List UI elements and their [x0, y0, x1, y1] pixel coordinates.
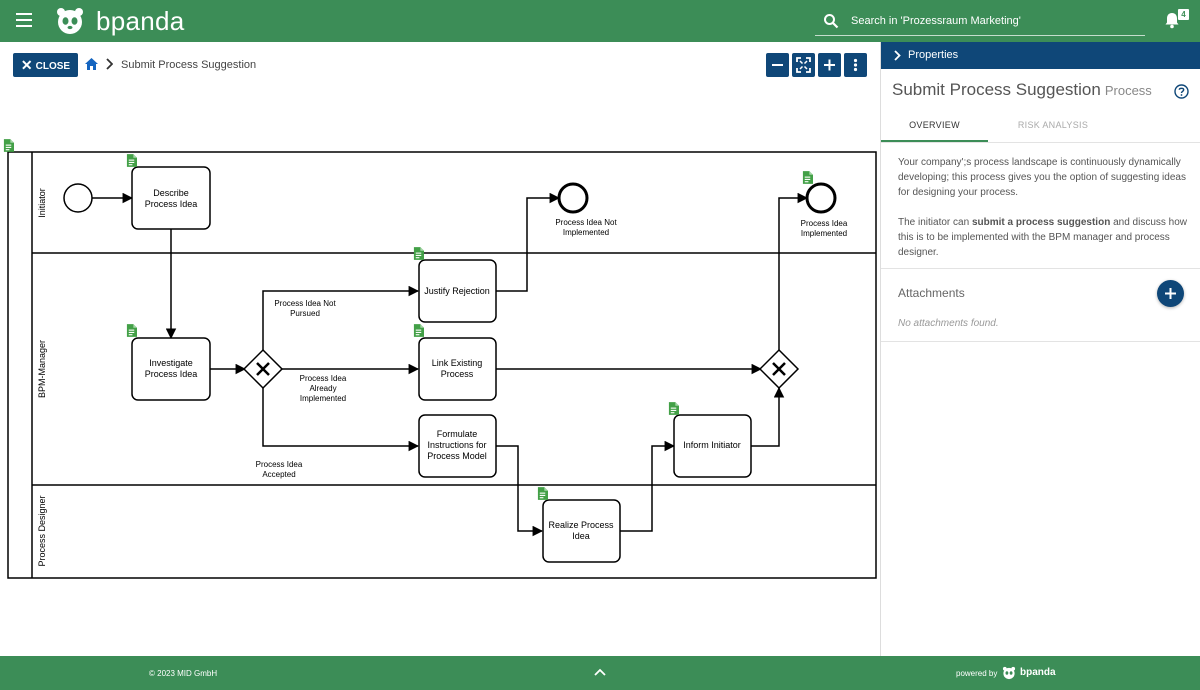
pool-document-icon[interactable]: [3, 139, 14, 152]
attachments-title: Attachments: [898, 286, 965, 300]
plus-icon: [1165, 288, 1176, 299]
close-button[interactable]: ✕CLOSE: [13, 53, 78, 77]
properties-panel-label: Properties: [908, 49, 959, 61]
task-justify-rejection[interactable]: [418, 259, 497, 323]
task-document-icon[interactable]: [668, 402, 679, 415]
search-icon: [824, 14, 839, 29]
tabs-divider: [881, 142, 1200, 143]
end-event-implemented[interactable]: [805, 182, 837, 214]
notification-bell-icon[interactable]: [1163, 11, 1181, 29]
chevron-right-icon: [106, 58, 113, 70]
task-investigate-process-idea[interactable]: [131, 337, 211, 401]
properties-panel-header[interactable]: Properties: [881, 42, 1200, 69]
expand-icon: [796, 57, 811, 73]
top-bar: bpanda 4: [0, 0, 1200, 42]
task-inform-initiator[interactable]: [673, 414, 752, 478]
process-diagram[interactable]: Initiator BPM-Manager Process Designer: [0, 130, 880, 590]
close-button-label: CLOSE: [35, 60, 71, 72]
description-paragraph: The initiator can submit a process sugge…: [898, 217, 1188, 258]
search-input[interactable]: [851, 12, 1141, 30]
description-paragraph: Your company';s process landscape is con…: [898, 157, 1186, 198]
more-options-button[interactable]: [844, 53, 867, 77]
brand-name: bpanda: [96, 6, 185, 36]
plus-icon: [824, 59, 835, 71]
task-document-icon[interactable]: [126, 154, 137, 167]
exclusive-gateway-merge[interactable]: [758, 348, 800, 390]
process-name: Submit Process Suggestion: [892, 80, 1101, 99]
footer: © 2023 MID GmbH powered by bpanda: [0, 656, 1200, 690]
help-icon[interactable]: [1174, 84, 1189, 99]
end-event-document-icon[interactable]: [802, 171, 813, 184]
chevron-up-icon[interactable]: [594, 668, 606, 676]
panda-logo-icon: [57, 8, 83, 34]
exclusive-gateway-split[interactable]: [242, 348, 284, 390]
chevron-right-icon: [894, 50, 901, 61]
zoom-in-button[interactable]: [818, 53, 841, 77]
divider: [881, 268, 1200, 269]
task-link-existing-process[interactable]: [418, 337, 497, 401]
process-description: Your company';s process landscape is con…: [898, 155, 1188, 275]
powered-by-label: powered by: [956, 669, 998, 678]
minus-icon: [772, 64, 783, 66]
process-type: Process: [1104, 83, 1152, 98]
pool[interactable]: [7, 151, 877, 579]
home-icon[interactable]: [84, 57, 99, 71]
fit-to-screen-button[interactable]: [792, 53, 815, 77]
close-icon: ✕: [20, 56, 33, 73]
kebab-menu-icon: [853, 58, 858, 72]
task-realize-process-idea[interactable]: [542, 499, 621, 563]
task-document-icon[interactable]: [537, 487, 548, 500]
sequence-flows: [92, 192, 809, 537]
lane-label-initiator: Initiator: [37, 188, 47, 218]
tab-risk-analysis[interactable]: RISK ANALYSIS: [1017, 120, 1089, 130]
end-event-not-implemented[interactable]: [557, 182, 589, 214]
copyright: © 2023 MID GmbH: [149, 669, 218, 678]
footer-brand: bpanda: [1020, 667, 1056, 678]
task-label: Justify Rejection: [424, 286, 490, 296]
notification-badge: 4: [1178, 9, 1189, 20]
task-formulate-instructions[interactable]: [418, 414, 497, 478]
hamburger-menu-icon[interactable]: [16, 13, 32, 27]
tab-overview[interactable]: OVERVIEW: [881, 120, 988, 142]
breadcrumb-current: Submit Process Suggestion: [121, 59, 257, 71]
task-document-icon[interactable]: [413, 247, 424, 260]
task-label: Inform Initiator: [683, 440, 741, 450]
lane-label-bpm-manager: BPM-Manager: [37, 340, 47, 398]
task-describe-process-idea[interactable]: [131, 166, 211, 230]
divider: [881, 341, 1200, 342]
no-attachments-message: No attachments found.: [898, 318, 999, 329]
zoom-out-button[interactable]: [766, 53, 789, 77]
task-document-icon[interactable]: [413, 324, 424, 337]
add-attachment-button[interactable]: [1157, 280, 1184, 307]
search-box[interactable]: [815, 6, 1145, 36]
lane-label-process-designer: Process Designer: [37, 495, 47, 566]
start-event[interactable]: [63, 183, 93, 213]
task-document-icon[interactable]: [126, 324, 137, 337]
panda-logo-icon: [1002, 666, 1016, 680]
